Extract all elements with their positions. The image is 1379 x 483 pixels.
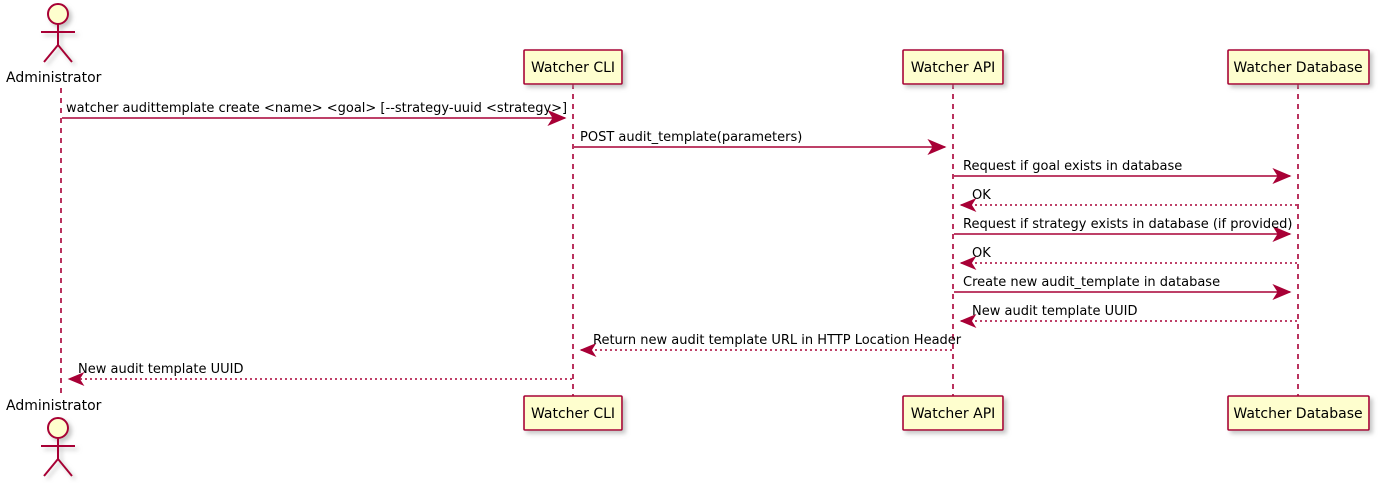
message-label: New audit template UUID xyxy=(972,304,1137,319)
message-4[interactable]: OK xyxy=(959,188,1297,212)
actor-label-administrator-top: Administrator xyxy=(6,70,102,86)
message-2[interactable]: POST audit_template(parameters) xyxy=(574,130,947,155)
message-5[interactable]: Request if strategy exists in database (… xyxy=(954,217,1292,242)
message-1[interactable]: watcher audittemplate create <name> <goa… xyxy=(62,101,567,126)
participant-box-watcher-api-bottom[interactable]: Watcher API xyxy=(902,395,1004,431)
actor-administrator-top[interactable]: Administrator xyxy=(6,3,102,86)
participant-label-watcher-api-bottom: Watcher API xyxy=(911,406,996,422)
participant-label-watcher-cli-top: Watcher CLI xyxy=(531,60,615,76)
message-label: Create new audit_template in database xyxy=(963,275,1220,290)
message-label: watcher audittemplate create <name> <goa… xyxy=(66,101,567,116)
actor-leg-left-icon xyxy=(43,44,59,63)
actor-head-icon xyxy=(47,417,69,439)
message-7[interactable]: Create new audit_template in database xyxy=(954,275,1292,300)
participant-box-watcher-cli-bottom[interactable]: Watcher CLI xyxy=(523,395,623,431)
actor-leg-right-icon xyxy=(57,44,73,63)
participant-box-watcher-database-bottom[interactable]: Watcher Database xyxy=(1227,395,1370,431)
participant-box-rect xyxy=(523,395,623,431)
actor-label-administrator-bottom: Administrator xyxy=(6,398,102,414)
message-6[interactable]: OK xyxy=(959,246,1297,270)
participant-label-watcher-cli-bottom: Watcher CLI xyxy=(531,406,615,422)
participant-label-watcher-database-top: Watcher Database xyxy=(1233,60,1362,76)
participant-box-rect xyxy=(523,49,623,85)
participant-label-watcher-api-top: Watcher API xyxy=(911,60,996,76)
message-label: Request if strategy exists in database (… xyxy=(963,217,1292,232)
message-8[interactable]: New audit template UUID xyxy=(959,304,1297,328)
lifelines-group xyxy=(60,84,1299,396)
actor-administrator-top-figure xyxy=(41,3,75,63)
participant-box-rect xyxy=(1227,49,1370,85)
participant-box-watcher-api-top[interactable]: Watcher API xyxy=(902,49,1004,85)
participant-box-watcher-cli-top[interactable]: Watcher CLI xyxy=(523,49,623,85)
message-label: OK xyxy=(972,246,991,261)
participant-box-watcher-database-top[interactable]: Watcher Database xyxy=(1227,49,1370,85)
participant-box-rect xyxy=(1227,395,1370,431)
message-3[interactable]: Request if goal exists in database xyxy=(954,159,1292,184)
message-label: Return new audit template URL in HTTP Lo… xyxy=(593,333,962,348)
actor-leg-left-icon xyxy=(43,458,59,477)
message-10[interactable]: New audit template UUID xyxy=(67,362,572,386)
actor-administrator-bottom-figure xyxy=(41,417,75,477)
participant-label-watcher-database-bottom: Watcher Database xyxy=(1233,406,1362,422)
message-9[interactable]: Return new audit template URL in HTTP Lo… xyxy=(579,333,962,357)
participant-box-rect xyxy=(902,49,1004,85)
message-label: OK xyxy=(972,188,991,203)
message-label: POST audit_template(parameters) xyxy=(580,130,802,145)
participant-box-rect xyxy=(902,395,1004,431)
actor-administrator-bottom[interactable]: Administrator xyxy=(6,398,102,477)
message-label: New audit template UUID xyxy=(78,362,243,377)
actor-head-icon xyxy=(47,3,69,25)
message-label: Request if goal exists in database xyxy=(963,159,1182,174)
actor-leg-right-icon xyxy=(57,458,73,477)
